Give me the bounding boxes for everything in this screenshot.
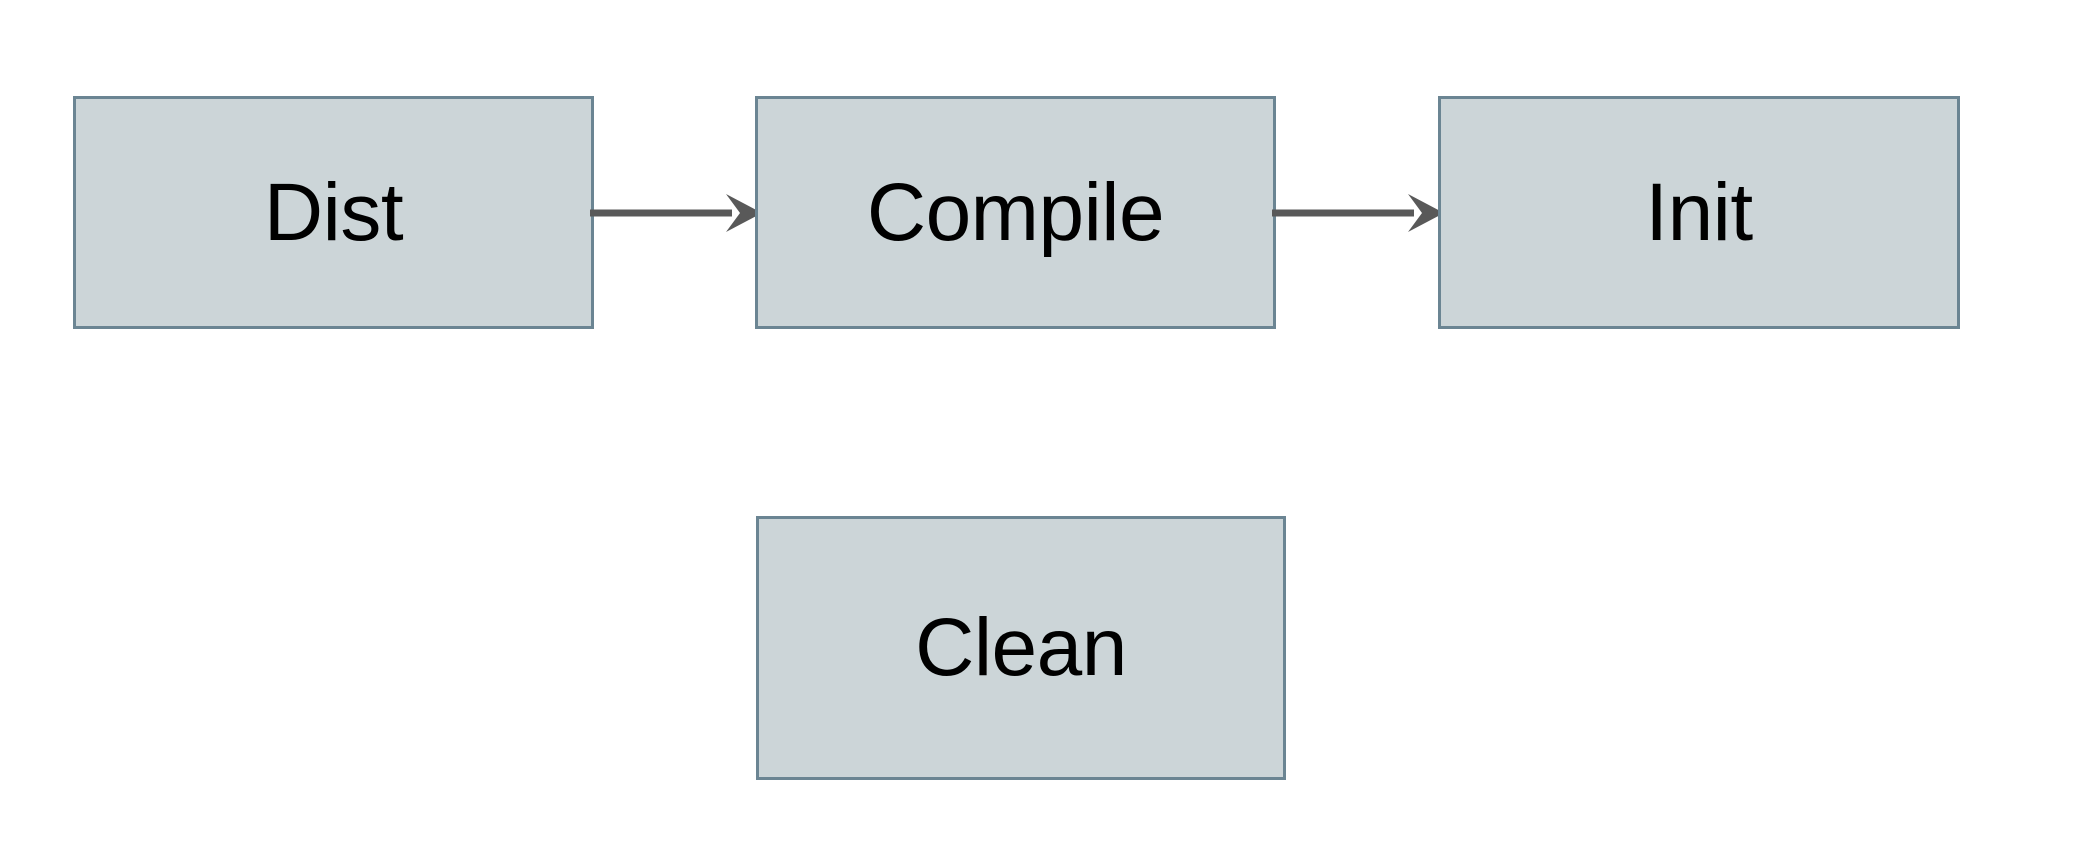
node-label-compile: Compile (866, 166, 1165, 258)
diagram-node-dist[interactable]: Dist (73, 96, 594, 329)
diagram-node-init[interactable]: Init (1438, 96, 1960, 329)
edge-compile-to-init[interactable] (1272, 188, 1444, 238)
node-label-init: Init (1645, 166, 1753, 258)
node-label-clean: Clean (915, 602, 1127, 693)
diagram-node-compile[interactable]: Compile (755, 96, 1276, 329)
edge-dist-to-compile[interactable] (590, 188, 762, 238)
arrowhead-icon (726, 194, 762, 232)
diagram-node-clean[interactable]: Clean (756, 516, 1286, 780)
node-label-dist: Dist (263, 166, 404, 258)
arrowhead-icon (1408, 194, 1444, 232)
